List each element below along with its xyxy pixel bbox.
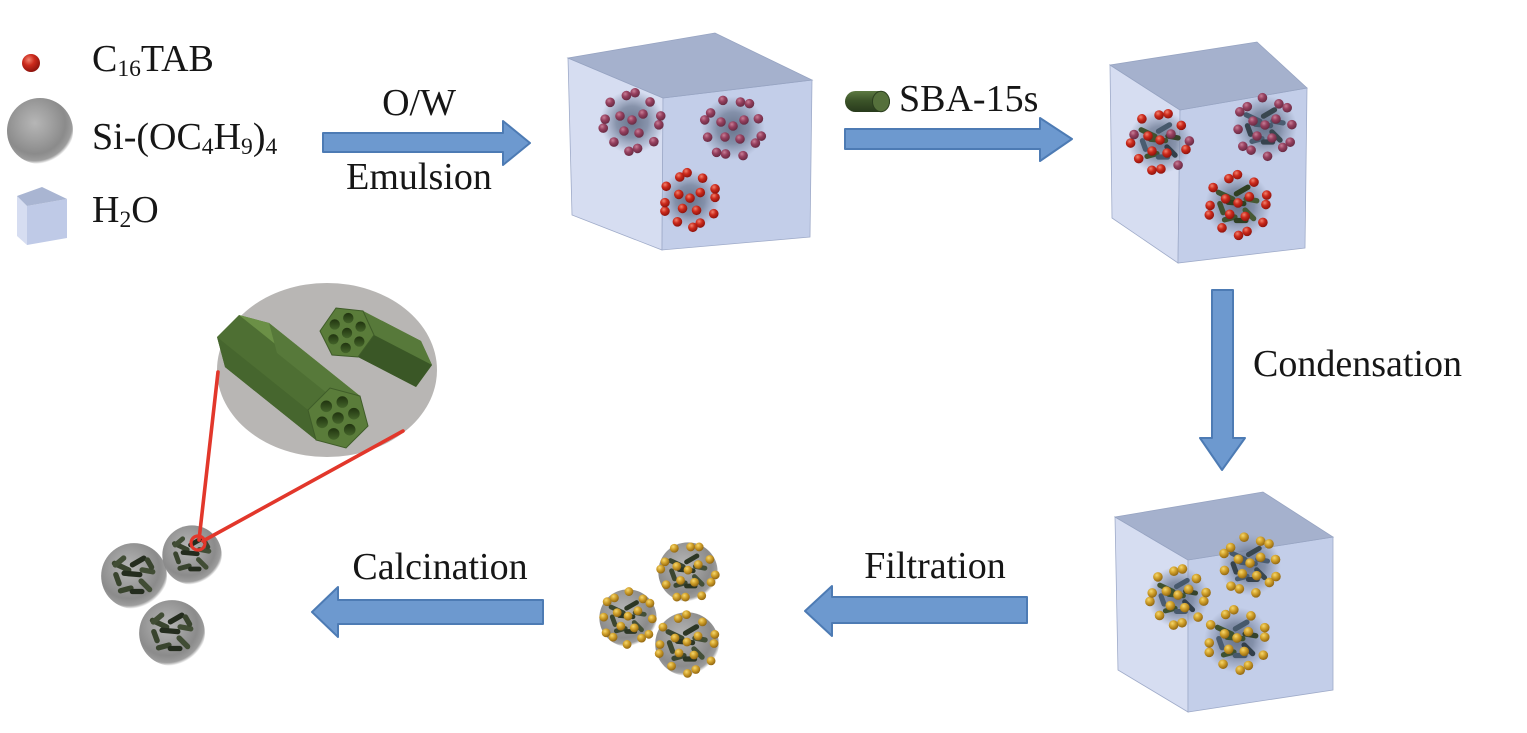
- step-label-emulsion: Emulsion: [346, 156, 492, 198]
- arrow-filtration: [804, 585, 1028, 637]
- gray-sphere-icon: [7, 98, 73, 164]
- arrow-ow-emulsion: [322, 120, 531, 166]
- step-label-condensation: Condensation: [1253, 343, 1462, 385]
- step-label-calcination: Calcination: [352, 546, 528, 588]
- legend-label-water: H2O: [92, 189, 159, 234]
- arrow-calcination: [311, 586, 544, 638]
- step-label-sba15s: SBA-15s: [899, 78, 1039, 120]
- sba15-prism-large: [217, 315, 369, 449]
- red-sphere-icon: [22, 54, 40, 72]
- magnifier-callout-circle: [189, 534, 207, 552]
- blue-cube-icon: [17, 187, 67, 245]
- legend-label-silica-precursor: Si-(OC4H9)4: [92, 116, 278, 161]
- magnified-inset: [217, 283, 437, 457]
- legend-label-c16tab: C16TAB: [92, 38, 214, 83]
- arrow-sba15: [844, 117, 1073, 162]
- sba15-prism-small: [319, 307, 432, 387]
- magnifier-callout-lines: [197, 370, 405, 543]
- oil-droplets: [598, 87, 1297, 676]
- green-rod-icon: [845, 90, 890, 113]
- step-label-ow: O/W: [382, 82, 456, 124]
- step-label-filtration: Filtration: [864, 545, 1006, 587]
- arrow-condensation: [1199, 289, 1246, 471]
